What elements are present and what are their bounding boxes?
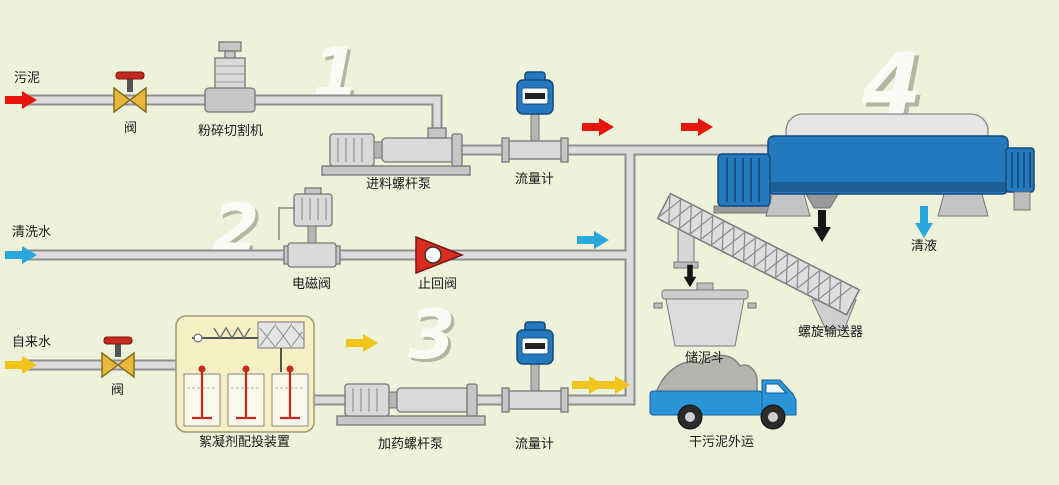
- valve-handle: [103, 336, 133, 345]
- flow-meter-bottom: [501, 321, 569, 413]
- clear-liquid-label: 清液: [911, 239, 937, 254]
- wash-water-stream-label: 清洗水: [12, 225, 51, 240]
- valve-stem: [115, 343, 121, 357]
- flocculant-unit-label: 絮凝剂配投装置: [199, 434, 290, 450]
- crusher-machine: [204, 41, 256, 113]
- dosing-pump-label: 加药螺杆泵: [378, 437, 443, 452]
- valve-handle: [115, 71, 145, 80]
- flocculant-dosing-unit: [175, 315, 315, 433]
- tap-water-stream-label: 自来水: [12, 335, 51, 350]
- decanter-centrifuge: [713, 113, 1035, 217]
- screw-conveyor-label: 螺旋输送器: [798, 324, 863, 340]
- screw-conveyor: [656, 192, 861, 331]
- truck-label: 干污泥外运: [689, 435, 754, 450]
- stage-number-3-shadow: 3: [411, 299, 458, 378]
- truck-window: [765, 383, 788, 394]
- manual-valve-bottom: [101, 336, 135, 379]
- sludge-truck: [649, 354, 797, 430]
- diagram-labels: 污泥 阀 粉碎切割机 进料螺杆泵 流量计 清洗水 电磁阀 止回阀 自来水 阀 絮…: [12, 71, 937, 452]
- valve-stem: [127, 78, 133, 92]
- check-valve: [415, 235, 465, 275]
- sludge-pile: [654, 354, 758, 394]
- truck-bed: [649, 390, 763, 416]
- flow-meter-top: [501, 71, 569, 163]
- stage-number-3: 3: [408, 296, 455, 375]
- sludge-stream-label: 污泥: [14, 71, 40, 86]
- crusher-label: 粉碎切割机: [198, 123, 263, 139]
- dosing-screw-pump: [336, 383, 486, 426]
- valve-top-label: 阀: [124, 121, 137, 136]
- flowmeter-top-label: 流量计: [515, 172, 554, 187]
- sludge-hopper-label: 储泥斗: [685, 351, 724, 366]
- feed-screw-pump: [321, 127, 471, 176]
- centrifuge-support: [937, 193, 989, 217]
- solenoid-valve: [278, 187, 341, 268]
- flowmeter-bottom-label: 流量计: [515, 437, 554, 452]
- manual-valve-top: [113, 71, 147, 114]
- solenoid-valve-label: 电磁阀: [292, 277, 331, 292]
- valve-bottom-label: 阀: [111, 383, 124, 398]
- sludge-hopper: [653, 282, 757, 347]
- tank-stirrers: [192, 370, 300, 420]
- centrifuge-support: [765, 193, 811, 217]
- check-valve-ball: [424, 246, 442, 264]
- feeder-knob: [193, 333, 203, 343]
- check-valve-label: 止回阀: [418, 277, 457, 292]
- feeder-box: [257, 321, 305, 349]
- feed-pump-label: 进料螺杆泵: [366, 177, 431, 192]
